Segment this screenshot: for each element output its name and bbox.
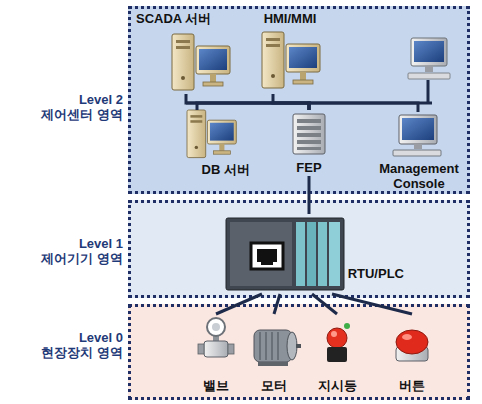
level-band: Level 2제어센터 영역SCADA 서버HMI/MMIDB 서버FEPMan…	[128, 6, 470, 194]
scada-server-icon	[172, 34, 230, 90]
network-link	[186, 94, 309, 110]
motor-icon	[254, 330, 301, 366]
network-link	[197, 103, 309, 110]
hmi-node: HMI/MMI	[255, 12, 325, 94]
hmi-icon	[262, 32, 320, 88]
network-link	[332, 294, 412, 314]
device-node: 지시등	[308, 314, 366, 394]
server-node: DB 서버	[180, 110, 250, 178]
node-label: DB 서버	[202, 163, 250, 178]
push-button-icon	[396, 330, 428, 361]
console-node: Management Console	[371, 112, 467, 192]
level-number: Level 0	[5, 331, 123, 346]
pc-icon	[408, 38, 450, 79]
node-label: FEP	[296, 161, 321, 176]
network-link	[312, 294, 337, 314]
valve-icon	[198, 318, 234, 357]
level-number: Level 1	[5, 237, 123, 252]
node-label: RTU/PLC	[348, 267, 404, 282]
network-bus	[186, 80, 432, 103]
level-name: 제어기기 영역	[5, 252, 123, 267]
network-link	[274, 294, 280, 314]
node-label: 지시등	[318, 379, 357, 394]
node-label: Management Console	[374, 162, 464, 192]
node-label: HMI/MMI	[264, 12, 317, 27]
network-link	[309, 103, 418, 112]
plc-icon	[226, 218, 344, 290]
network-link	[273, 94, 309, 110]
level-name: 현장장치 영역	[5, 346, 123, 361]
network-link	[216, 294, 262, 314]
fep-icon	[293, 114, 325, 154]
node-label: SCADA 서버	[136, 12, 211, 27]
plc-node: RTU/PLC	[224, 214, 406, 294]
node-label: 모터	[261, 379, 287, 394]
node-label: 버튼	[399, 379, 425, 394]
level-label: Level 1제어기기 영역	[5, 237, 123, 267]
device-node: 모터	[248, 314, 300, 394]
db-server-icon	[187, 110, 236, 158]
device-node: 버튼	[386, 314, 438, 394]
level-band: Level 1제어기기 영역RTU/PLC	[128, 200, 470, 298]
device-node: 밸브	[190, 314, 242, 394]
level-band: Level 0현장장치 영역밸브모터지시등버튼	[128, 304, 470, 400]
level-number: Level 2	[5, 93, 123, 108]
server-node: SCADA 서버	[132, 12, 232, 94]
level-label: Level 2제어센터 영역	[5, 93, 123, 123]
indicator-lamp-icon	[327, 323, 350, 362]
level-name: 제어센터 영역	[5, 108, 123, 123]
fep-node: FEP	[286, 110, 332, 176]
node-label: 밸브	[203, 379, 229, 394]
network-link	[308, 176, 311, 214]
level-label: Level 0현장장치 영역	[5, 331, 123, 361]
management-console-icon	[393, 115, 441, 156]
